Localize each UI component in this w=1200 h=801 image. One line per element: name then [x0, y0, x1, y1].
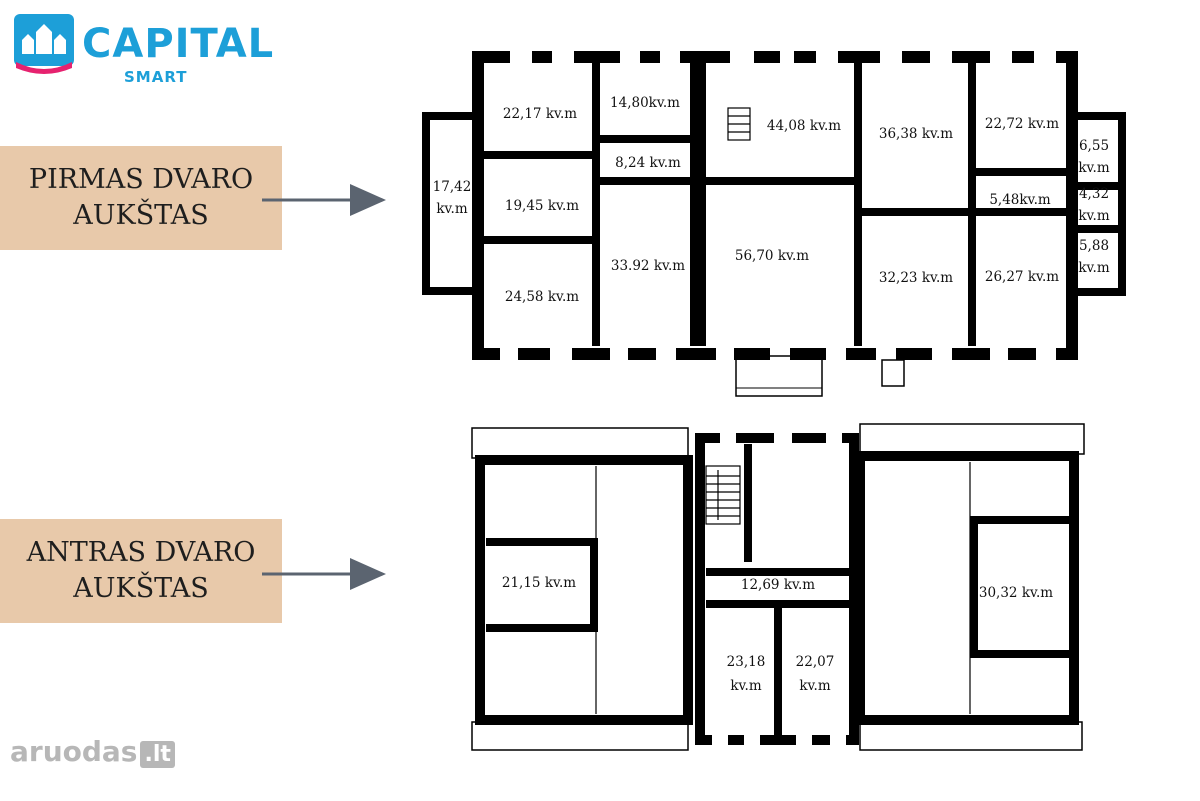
room-label: kv.m: [1078, 160, 1109, 176]
first-floor-entrance-steps: [735, 355, 823, 397]
second-floor-right-block: [855, 451, 1079, 725]
room-label: 32,23 kv.m: [879, 270, 953, 286]
capital-smart-logo: CAPITAL SMART: [14, 14, 275, 85]
logo-subtitle: SMART: [124, 68, 188, 86]
room-label: 33.92 kv.m: [611, 258, 685, 274]
room-label: 17,42: [433, 179, 472, 195]
watermark-tld: .lt: [140, 741, 175, 768]
first-floor-right-wing: [1068, 112, 1126, 296]
room-label: 36,38 kv.m: [879, 126, 953, 142]
arrowhead-icon: [350, 558, 386, 590]
room-label: 5,48kv.m: [989, 192, 1051, 208]
first-floor-side-steps: [881, 359, 905, 387]
logo-title: CAPITAL: [82, 21, 275, 67]
room-label: 14,80kv.m: [610, 95, 680, 111]
second-floor-plan: [471, 423, 1085, 751]
room-label: 30,32 kv.m: [979, 585, 1053, 601]
second-floor-left-block: [475, 455, 693, 725]
room-label: kv.m: [799, 678, 830, 694]
second-floor-label: ANTRAS DVARO AUKŠTAS: [0, 519, 282, 623]
room-label: kv.m: [1078, 208, 1109, 224]
second-floor-balconies: [471, 423, 1085, 751]
first-floor-room-labels: 22,17 kv.m 14,80kv.m 44,08 kv.m 36,38 kv…: [433, 95, 1110, 305]
first-floor-stairs: [727, 107, 751, 141]
room-label: 8,24 kv.m: [615, 155, 681, 171]
watermark-text: aruodas: [10, 735, 138, 768]
room-label: 56,70 kv.m: [735, 248, 809, 264]
second-floor-windows: [712, 432, 846, 746]
first-floor-label-line1: PIRMAS DVARO: [28, 164, 254, 195]
room-label: 44,08 kv.m: [767, 118, 841, 134]
arrow-to-second-floor: [262, 558, 386, 590]
room-label: kv.m: [730, 678, 761, 694]
first-floor-left-wing: [422, 112, 482, 295]
room-label: kv.m: [436, 201, 467, 217]
aruodas-watermark: aruodas.lt: [10, 735, 175, 768]
first-floor-plan: [422, 50, 1126, 397]
second-floor-thin-walls: [595, 462, 971, 714]
first-floor-label-line2: AUKŠTAS: [73, 200, 209, 231]
first-floor-interior-walls: [484, 63, 1118, 346]
room-label: 19,45 kv.m: [505, 198, 579, 214]
room-label: 23,18: [727, 654, 766, 670]
room-label: 4,32: [1079, 186, 1109, 202]
second-floor-interior-walls: [486, 444, 1070, 736]
room-label: 21,15 kv.m: [502, 575, 576, 591]
room-label: 22,17 kv.m: [503, 106, 577, 122]
second-floor-label-line2: AUKŠTAS: [73, 573, 209, 604]
second-floor-stairs: [705, 465, 741, 525]
room-label: kv.m: [1078, 260, 1109, 276]
room-label: 22,07: [796, 654, 835, 670]
first-floor-windows: [500, 50, 1056, 361]
room-label: 12,69 kv.m: [741, 577, 815, 593]
room-label: 5,88: [1079, 238, 1109, 254]
room-label: 6,55: [1079, 138, 1109, 154]
first-floor-label: PIRMAS DVARO AUKŠTAS: [0, 146, 282, 250]
room-label: 26,27 kv.m: [985, 269, 1059, 285]
second-floor-room-labels: 21,15 kv.m 12,69 kv.m 30,32 kv.m 23,18 k…: [502, 575, 1053, 694]
second-floor-label-line1: ANTRAS DVARO: [26, 537, 256, 568]
arrowhead-icon: [350, 184, 386, 216]
room-label: 24,58 kv.m: [505, 289, 579, 305]
arrow-to-first-floor: [262, 184, 386, 216]
room-label: 22,72 kv.m: [985, 116, 1059, 132]
house-logo-icon: [14, 14, 74, 74]
